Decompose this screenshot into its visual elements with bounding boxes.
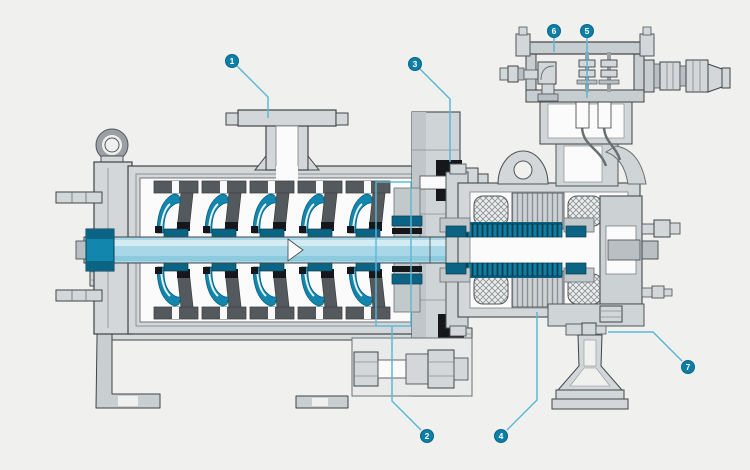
motor-cable <box>602 125 622 161</box>
motor-bottom-bracket <box>547 303 645 337</box>
cable-connector <box>643 59 731 93</box>
callout-number: 1 <box>229 55 235 66</box>
callout-number: 7 <box>685 361 691 372</box>
casing-tie-bolts <box>351 337 473 397</box>
callout-marker-1[interactable]: 1 <box>225 54 239 68</box>
rear-bearing-housing <box>599 195 681 305</box>
motor-support-foot <box>551 334 629 410</box>
terminal-box-lid <box>515 26 655 57</box>
callout-marker-6[interactable]: 6 <box>547 24 561 38</box>
discharge-nozzle <box>225 109 349 180</box>
callout-marker-4[interactable]: 4 <box>494 429 508 443</box>
cable-duct <box>604 145 647 185</box>
callout-number: 3 <box>412 58 418 69</box>
callout-marker-7[interactable]: 7 <box>681 360 695 374</box>
callout-marker-2[interactable]: 2 <box>420 429 434 443</box>
callout-number: 4 <box>498 430 504 441</box>
journal-bearings <box>439 217 595 283</box>
rotor <box>465 222 563 278</box>
callout-marker-3[interactable]: 3 <box>408 57 422 71</box>
motor-cable <box>580 125 608 167</box>
drain-plug <box>581 322 597 337</box>
callout-number: 5 <box>584 25 590 36</box>
conduit-elbow <box>499 61 559 102</box>
callout-number: 2 <box>424 430 430 441</box>
vent-plug <box>653 219 671 238</box>
tie-rod-studs <box>55 191 103 302</box>
shaft-nut <box>75 228 115 272</box>
callout-marker-5[interactable]: 5 <box>580 24 594 38</box>
callout-number: 6 <box>551 25 557 36</box>
terminal-box <box>499 26 731 187</box>
motor <box>439 150 681 337</box>
